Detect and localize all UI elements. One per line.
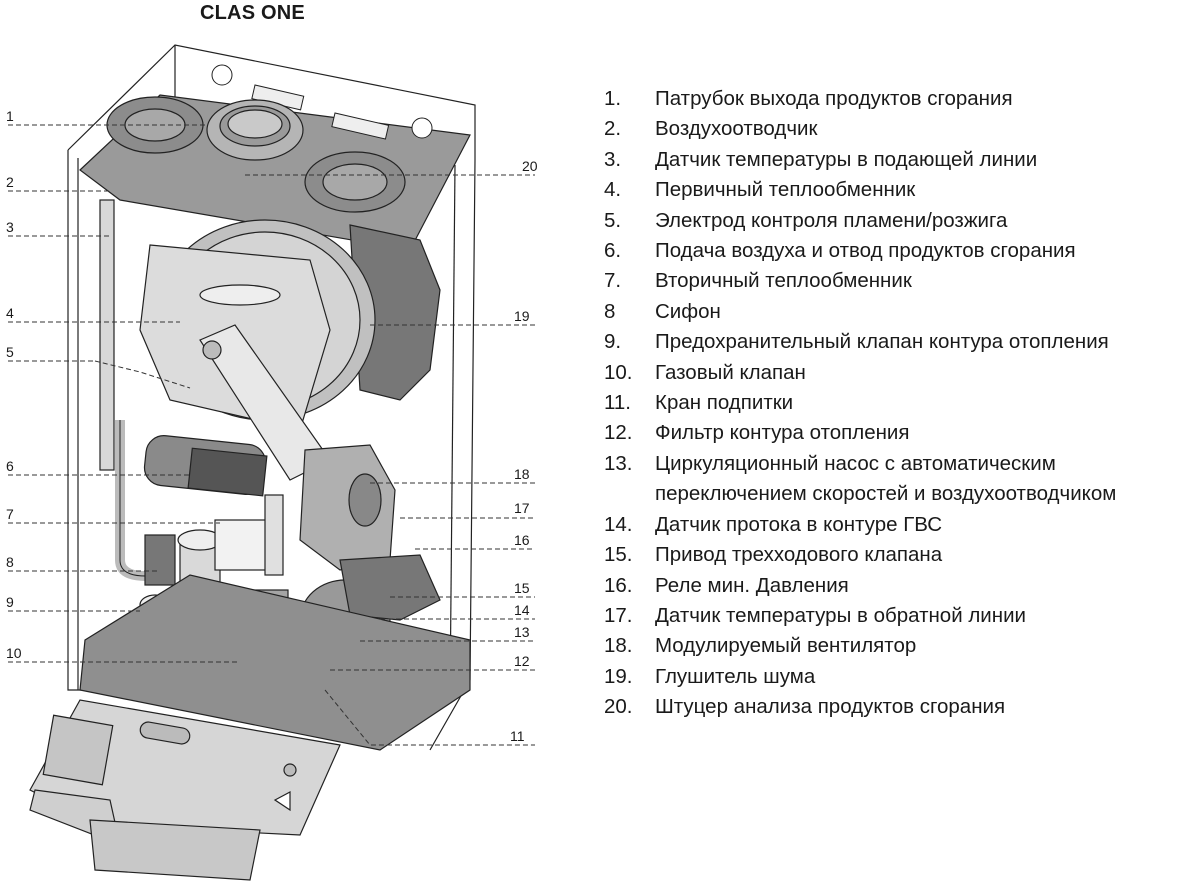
callout-15: 15: [514, 580, 530, 596]
leader-lines-left: [8, 124, 240, 663]
casing-frame-top: [67, 44, 476, 160]
callout-19: 19: [514, 308, 530, 324]
diagram-title: CLAS ONE: [200, 2, 305, 24]
legend-item: 6.Подача воздуха и отвод продуктов сгора…: [604, 239, 1076, 263]
callout-13: 13: [514, 624, 530, 640]
callout-5: 5: [6, 344, 14, 360]
callout-3: 3: [6, 219, 14, 235]
base-tray: [79, 574, 471, 751]
callout-17: 17: [514, 500, 530, 516]
legend-item-continuation: переключением скоростей и воздухоотводчи…: [655, 482, 1117, 506]
legend-item: 1.Патрубок выхода продуктов сгорания: [604, 87, 1013, 110]
callout-2: 2: [6, 174, 14, 190]
callout-7: 7: [6, 506, 14, 522]
callout-14: 14: [514, 602, 530, 618]
callout-1: 1: [6, 108, 14, 124]
legend-item: 7.Вторичный теплообменник: [604, 269, 912, 293]
callout-12: 12: [514, 653, 530, 669]
callout-9: 9: [6, 594, 14, 610]
callout-6: 6: [6, 458, 14, 474]
legend-item: 15.Привод трехходового клапана: [604, 543, 943, 567]
callout-10: 10: [6, 645, 22, 661]
callout-11: 11: [510, 728, 525, 744]
legend-item: 12.Фильтр контура отопления: [604, 421, 910, 445]
legend-item: 13.Циркуляционный насос с автоматическим: [604, 451, 1056, 475]
legend-item: 11.Кран подпитки: [604, 391, 794, 415]
legend-item: 4.Первичный теплообменник: [604, 178, 916, 202]
three-way-valve-actuator: [339, 554, 441, 621]
parts-legend: 1.Патрубок выхода продуктов сгорания 2.В…: [604, 84, 1200, 723]
legend-item: 14.Датчик протока в контуре ГВС: [604, 512, 943, 536]
silencer: [349, 224, 441, 401]
legend-item: 10.Газовый клапан: [604, 360, 806, 384]
legend-item: 16.Реле мин. Давления: [604, 573, 849, 597]
legend-item: 17.Датчик температуры в обратной линии: [604, 603, 1026, 627]
legend-item: 9.Предохранительный клапан контура отопл…: [604, 330, 1109, 354]
legend-item: 3.Датчик температуры в подающей линии: [604, 147, 1038, 171]
legend-item: 18.Модулируемый вентилятор: [604, 634, 917, 658]
air-vent-pipe: [99, 199, 115, 471]
boiler-illustration: [8, 44, 535, 881]
leader-lines-right: [245, 174, 535, 746]
callout-20: 20: [522, 158, 538, 174]
callout-8: 8: [6, 554, 14, 570]
casing-frame-left: [67, 150, 90, 691]
legend-item: 19.Глушитель шума: [604, 664, 816, 688]
legend-item: 5.Электрод контроля пламени/розжига: [604, 208, 1008, 232]
callout-4: 4: [6, 305, 14, 321]
legend-item: 2.Воздухоотводчик: [604, 117, 818, 141]
callout-16: 16: [514, 532, 530, 548]
legend-item: 20.Штуцер анализа продуктов сгорания: [604, 695, 1006, 719]
callout-18: 18: [514, 466, 530, 482]
